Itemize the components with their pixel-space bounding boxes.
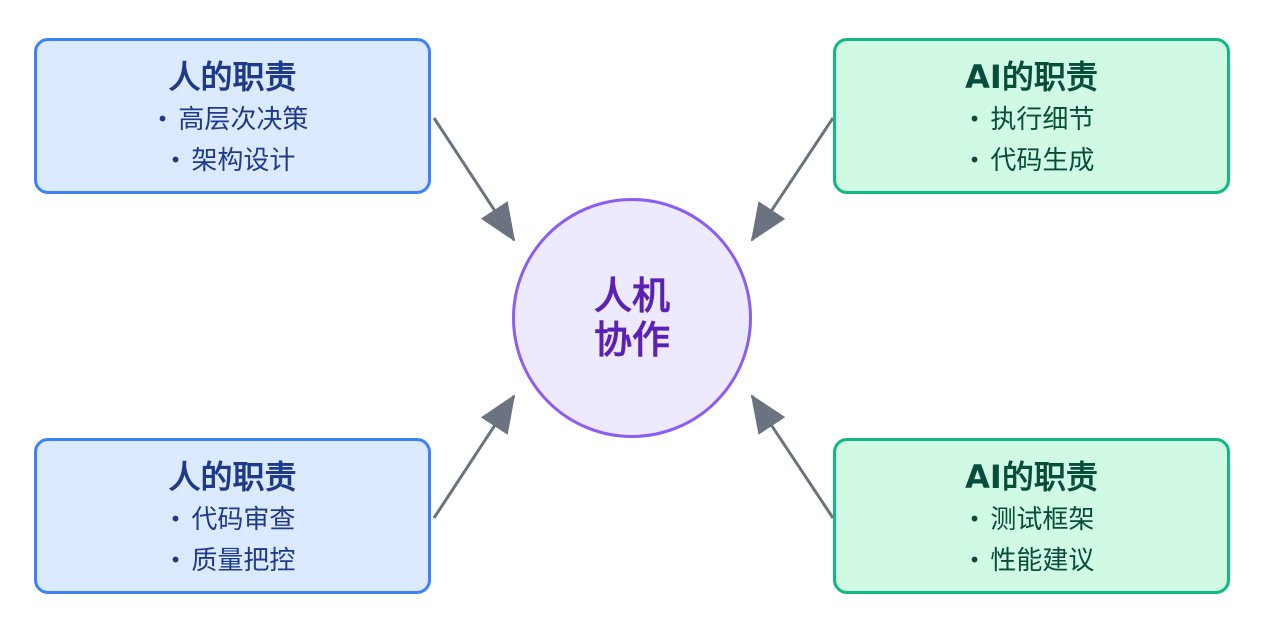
card-item-list: • 代码审查 • 质量把控 [37,499,428,581]
bullet-icon: • [968,148,981,172]
arrow-bottom-left [432,394,516,519]
card-item-list: • 执行细节 • 代码生成 [836,99,1227,181]
card-item: • 测试框架 [836,499,1227,540]
human-ai-collaboration-hub: 人机协作 [512,198,752,438]
bullet-icon: • [169,507,182,531]
bullet-icon: • [968,107,981,131]
card-item-text: 代码审查 [191,505,296,535]
bullet-icon: • [156,107,169,131]
hub-label: 人机协作 [593,274,670,362]
ai-responsibility-card-top: AI的职责 • 执行细节 • 代码生成 [833,38,1230,194]
card-item-text: 执行细节 [990,105,1095,135]
card-item-text: 高层次决策 [178,105,309,135]
card-title: 人的职责 [168,58,297,96]
bullet-icon: • [968,548,981,572]
card-item-text: 测试框架 [990,505,1095,535]
card-item-list: • 高层次决策 • 架构设计 [37,99,428,181]
human-responsibility-card-top: 人的职责 • 高层次决策 • 架构设计 [34,38,431,194]
card-item-text: 质量把控 [191,546,296,576]
card-item-text: 代码生成 [990,146,1095,176]
bullet-icon: • [169,148,182,172]
card-item: • 性能建议 [836,540,1227,581]
card-item-text: 架构设计 [191,146,296,176]
card-item: • 代码生成 [836,140,1227,181]
arrow-top-left [432,117,516,242]
card-title: 人的职责 [168,458,297,496]
ai-responsibility-card-bottom: AI的职责 • 测试框架 • 性能建议 [833,438,1230,594]
arrow-bottom-right [750,394,835,519]
card-title: AI的职责 [965,458,1098,496]
arrow-top-right [750,117,835,242]
card-item: • 架构设计 [37,140,428,181]
card-item: • 代码审查 [37,499,428,540]
bullet-icon: • [169,548,182,572]
card-item: • 质量把控 [37,540,428,581]
human-responsibility-card-bottom: 人的职责 • 代码审查 • 质量把控 [34,438,431,594]
bullet-icon: • [968,507,981,531]
card-item-text: 性能建议 [990,546,1095,576]
card-title: AI的职责 [965,58,1098,96]
card-item: • 执行细节 [836,99,1227,140]
card-item: • 高层次决策 [37,99,428,140]
card-item-list: • 测试框架 • 性能建议 [836,499,1227,581]
